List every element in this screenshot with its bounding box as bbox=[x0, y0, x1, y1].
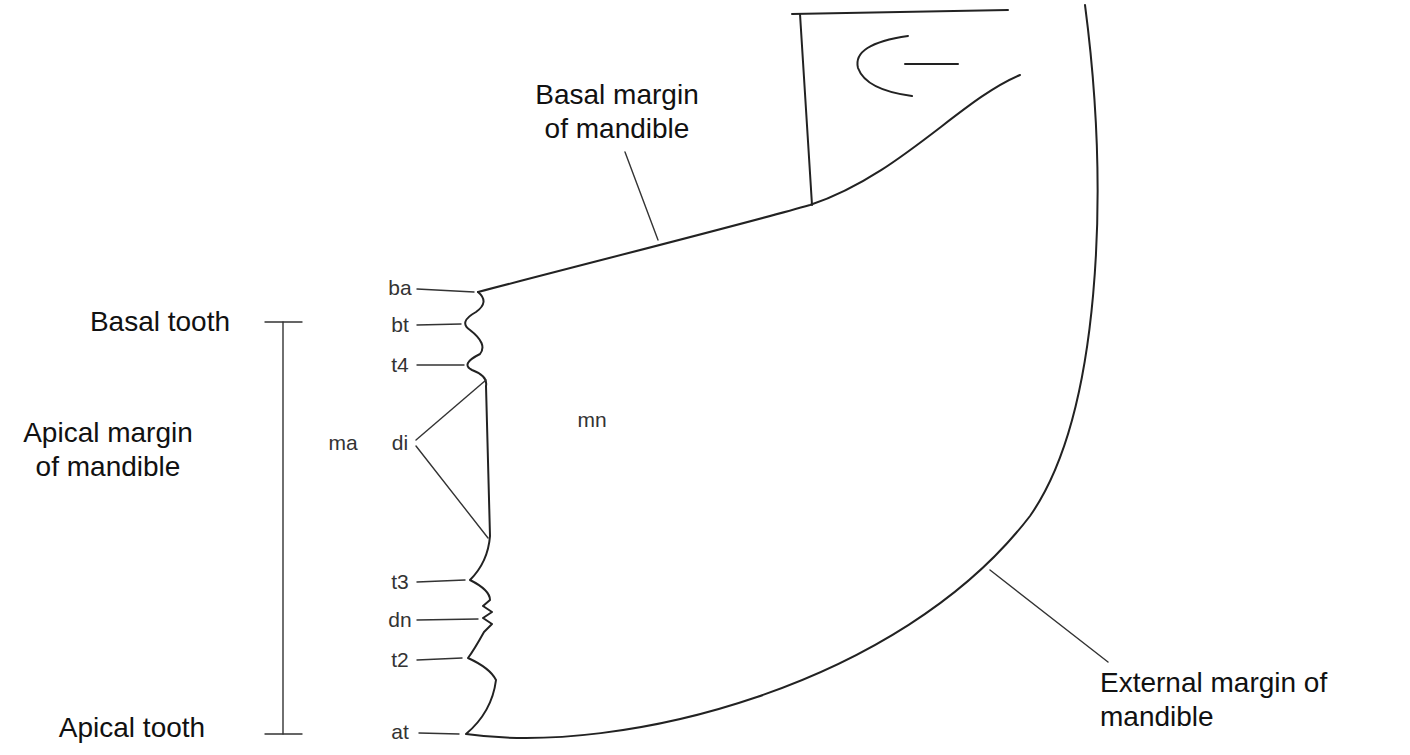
leader-line bbox=[417, 289, 474, 292]
part-label: External margin of mandible bbox=[1100, 666, 1385, 733]
callout-abbrev: t2 bbox=[391, 647, 409, 672]
leader-line bbox=[416, 446, 488, 538]
measure-bracket bbox=[282, 322, 283, 734]
mandible-outline bbox=[465, 5, 1097, 738]
head-outline bbox=[800, 14, 812, 205]
eye-crescent bbox=[857, 36, 912, 96]
callout-abbrev: ma bbox=[328, 430, 357, 455]
leader-line bbox=[419, 733, 459, 734]
leader-line bbox=[417, 364, 464, 365]
callout-abbrev: bt bbox=[391, 312, 409, 337]
callout-abbrev: ba bbox=[388, 275, 411, 300]
callout-abbrev: mn bbox=[577, 407, 606, 432]
measure-tick bbox=[265, 321, 302, 322]
leader-line bbox=[417, 658, 462, 660]
leader-line bbox=[417, 324, 461, 325]
leader-line bbox=[417, 580, 465, 582]
head-line bbox=[905, 63, 958, 65]
part-label: Apical margin of mandible bbox=[8, 416, 208, 483]
callout-abbrev: at bbox=[391, 719, 409, 744]
callout-abbrev: t3 bbox=[391, 569, 409, 594]
part-label: Basal margin of mandible bbox=[527, 78, 707, 145]
head-outline bbox=[792, 10, 1008, 14]
measure-tick bbox=[265, 733, 302, 734]
leader-line bbox=[416, 380, 486, 440]
leader-line bbox=[625, 152, 658, 240]
callout-abbrev: di bbox=[392, 430, 408, 455]
basal-margin bbox=[478, 75, 1020, 292]
leader-line bbox=[417, 619, 478, 620]
part-label: Basal tooth bbox=[90, 305, 230, 339]
part-label: Apical tooth bbox=[59, 711, 205, 745]
leader-line bbox=[990, 570, 1108, 662]
callout-abbrev: dn bbox=[388, 607, 411, 632]
callout-abbrev: t4 bbox=[391, 352, 409, 377]
